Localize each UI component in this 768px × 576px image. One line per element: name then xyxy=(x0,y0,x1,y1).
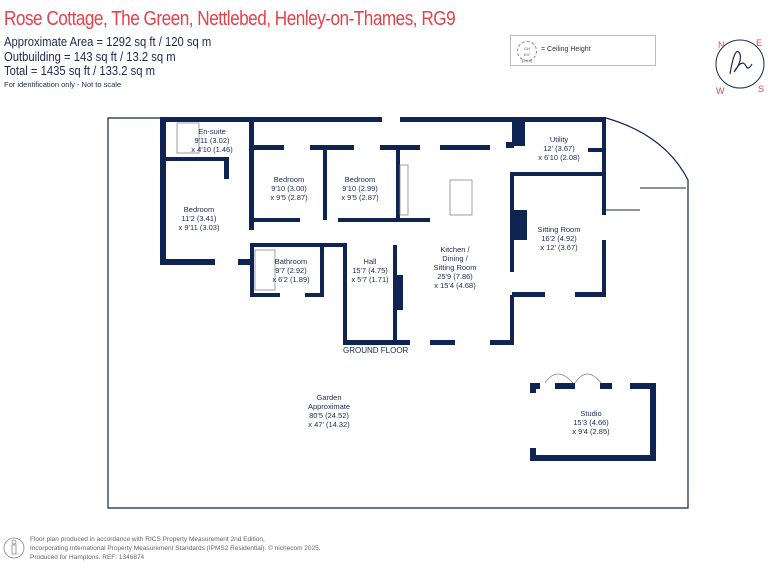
room-label-line: x 9'11 (3.03) xyxy=(179,223,220,232)
room-label-line: x 9'4 (2.85) xyxy=(572,427,610,436)
total-area: Total = 1435 sq ft / 133.2 sq m xyxy=(4,64,156,78)
room-label-line: x 47' (14.32) xyxy=(308,420,350,429)
compass-logo: N E S W xyxy=(715,38,765,96)
room-label-line: Dining / xyxy=(442,254,468,263)
room-label-line: x 5'7 (1.71) xyxy=(351,275,389,284)
room-label-line: x 6'2 (1.89) xyxy=(272,275,310,284)
room-ensuite-name: En-suite xyxy=(198,127,226,136)
room-label-line: 12' (3.67) xyxy=(543,144,575,153)
room-label-line: Produced for Hamptons. REF: 1346874 xyxy=(30,554,145,561)
room-bedroom1-name: Bedroom xyxy=(184,205,214,214)
room-label-line: 9'11 (3.02) xyxy=(194,136,230,145)
room-label-line: 8'0" (2.44) xyxy=(521,52,533,63)
room-sitting-name: Sitting Room xyxy=(538,225,581,234)
room-label-line: 16'2 (4.92) xyxy=(541,234,577,243)
garden-boundary xyxy=(107,117,689,509)
room-label-line: Sitting Room xyxy=(434,263,477,272)
room-label-line: CH xyxy=(524,46,530,51)
floor-label: GROUND FLOOR xyxy=(343,346,409,355)
compass-n: N xyxy=(718,40,725,50)
room-label-line: 9'10 (2.99) xyxy=(342,184,378,193)
room-bedroom2-name: Bedroom xyxy=(274,175,304,184)
room-kitchen-name: Kitchen / xyxy=(440,245,470,254)
room-label-line: 9'7 (2.92) xyxy=(275,266,307,275)
room-label-line: 15'7 (4.75) xyxy=(352,266,388,275)
room-utility-name: Utility xyxy=(550,135,569,144)
footer-note: Floor plan produced in accordance with R… xyxy=(30,535,321,562)
room-label-line: Floor plan produced in accordance with R… xyxy=(30,536,265,543)
room-label-line: 80'5 (24.52) xyxy=(309,411,349,420)
room-hall-name: Hall xyxy=(364,257,377,266)
garden-name: Garden xyxy=(316,393,341,402)
room-label-line: x 12' (3.67) xyxy=(540,243,578,252)
compass-e: E xyxy=(756,38,762,48)
compass-w: W xyxy=(716,86,725,96)
room-label-line: x 9'5 (2.87) xyxy=(341,193,379,202)
outbuilding-area: Outbuilding = 143 sq ft / 13.2 sq m xyxy=(4,50,176,64)
room-label-line: 25'9 (7.86) xyxy=(437,272,473,281)
property-title: Rose Cottage, The Green, Nettlebed, Henl… xyxy=(4,8,456,30)
room-bathroom-name: Bathroom xyxy=(275,257,308,266)
legend-label: = Ceiling Height xyxy=(541,46,591,53)
approximate-area: Approximate Area = 1292 sq ft / 120 sq m xyxy=(4,35,212,49)
room-studio-name: Studio xyxy=(580,409,601,418)
room-bedroom3-name: Bedroom xyxy=(345,175,375,184)
room-label-line: Incorporating International Property Mea… xyxy=(30,545,321,552)
compass-s: S xyxy=(758,84,764,94)
room-label-line: 15'3 (4.66) xyxy=(573,418,609,427)
person-icon xyxy=(3,537,25,559)
room-label-line: x 9'5 (2.87) xyxy=(270,193,308,202)
room-label-line: x 15'4 (4.68) xyxy=(434,281,476,290)
walls xyxy=(160,117,656,461)
fixtures xyxy=(176,122,602,384)
scale-note: For identification only - Not to scale xyxy=(4,80,122,89)
room-label-line: 9'10 (3.00) xyxy=(271,184,307,193)
room-label-line: x 6'10 (2.08) xyxy=(538,153,580,162)
room-label-line: Approximate xyxy=(308,402,350,411)
room-label-line: x 4'10 (1.46) xyxy=(191,145,233,154)
room-label-line: 11'2 (3.41) xyxy=(181,214,217,223)
